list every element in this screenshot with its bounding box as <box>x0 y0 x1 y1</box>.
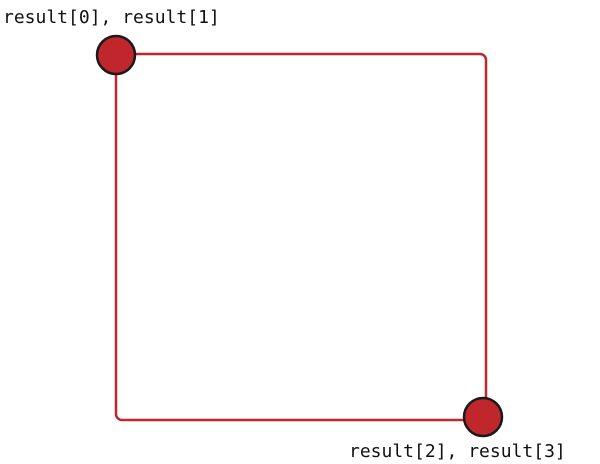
top-left-label: result[0], result[1] <box>3 7 220 28</box>
top-left-handle[interactable] <box>95 34 137 76</box>
bottom-right-label: result[2], result[3] <box>349 441 566 462</box>
bottom-right-handle[interactable] <box>462 396 504 438</box>
bounding-rectangle <box>114 52 488 422</box>
